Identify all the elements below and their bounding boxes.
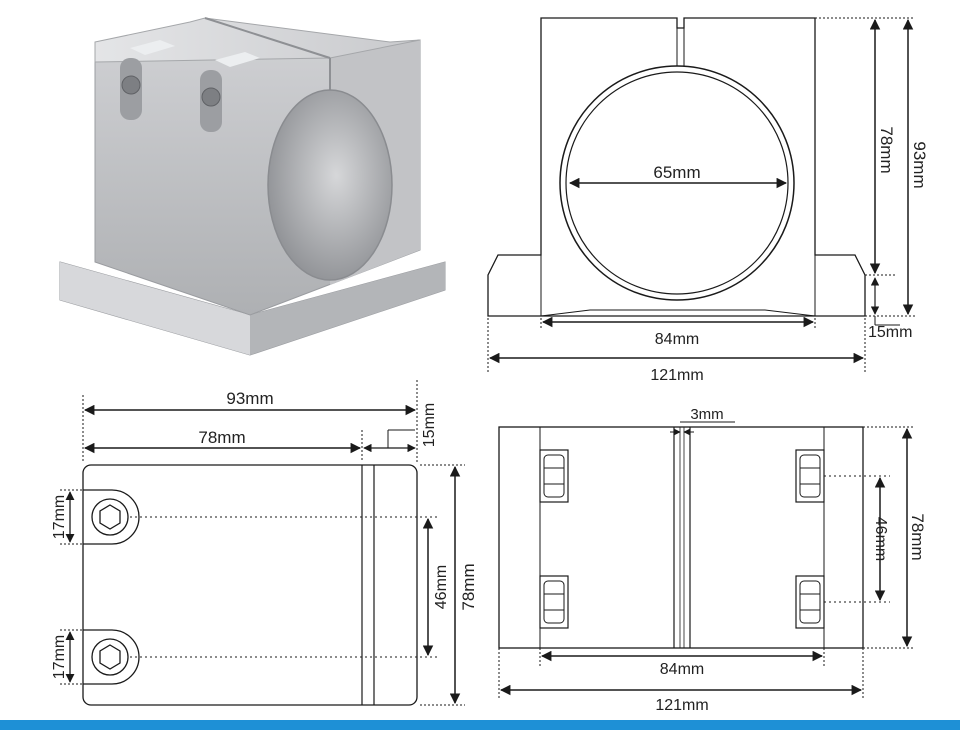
- accent-bar: [0, 720, 960, 730]
- total-height-label: 93mm: [910, 141, 929, 188]
- side-total-depth-label: 93mm: [226, 389, 273, 408]
- top-bolt-spacing-label: 46mm: [872, 517, 889, 561]
- top-slot-width-label: 3mm: [690, 406, 723, 423]
- front-view: [487, 17, 915, 372]
- top-total-width-label: 121mm: [655, 697, 708, 714]
- side-bolt-offset-bottom-label: 17mm: [51, 635, 68, 679]
- total-width-label: 121mm: [650, 367, 703, 384]
- side-view: [60, 380, 465, 706]
- base-thickness-label: 15mm: [868, 324, 912, 341]
- bore-diameter-label: 65mm: [653, 163, 700, 182]
- side-bolt-offset-top-label: 17mm: [51, 495, 68, 539]
- side-bolt-spacing-label: 46mm: [433, 565, 450, 609]
- side-height-label: 78mm: [459, 563, 478, 610]
- top-inner-width-label: 84mm: [660, 661, 704, 678]
- base-inner-width-label: 84mm: [655, 331, 699, 348]
- clamp-height-label: 78mm: [877, 126, 896, 173]
- side-clamp-depth-label: 78mm: [198, 428, 245, 447]
- top-view: [498, 421, 915, 700]
- top-height-label: 78mm: [908, 513, 927, 560]
- spindle-clamp-photo: [59, 17, 446, 356]
- side-base-lip-label: 15mm: [421, 403, 438, 447]
